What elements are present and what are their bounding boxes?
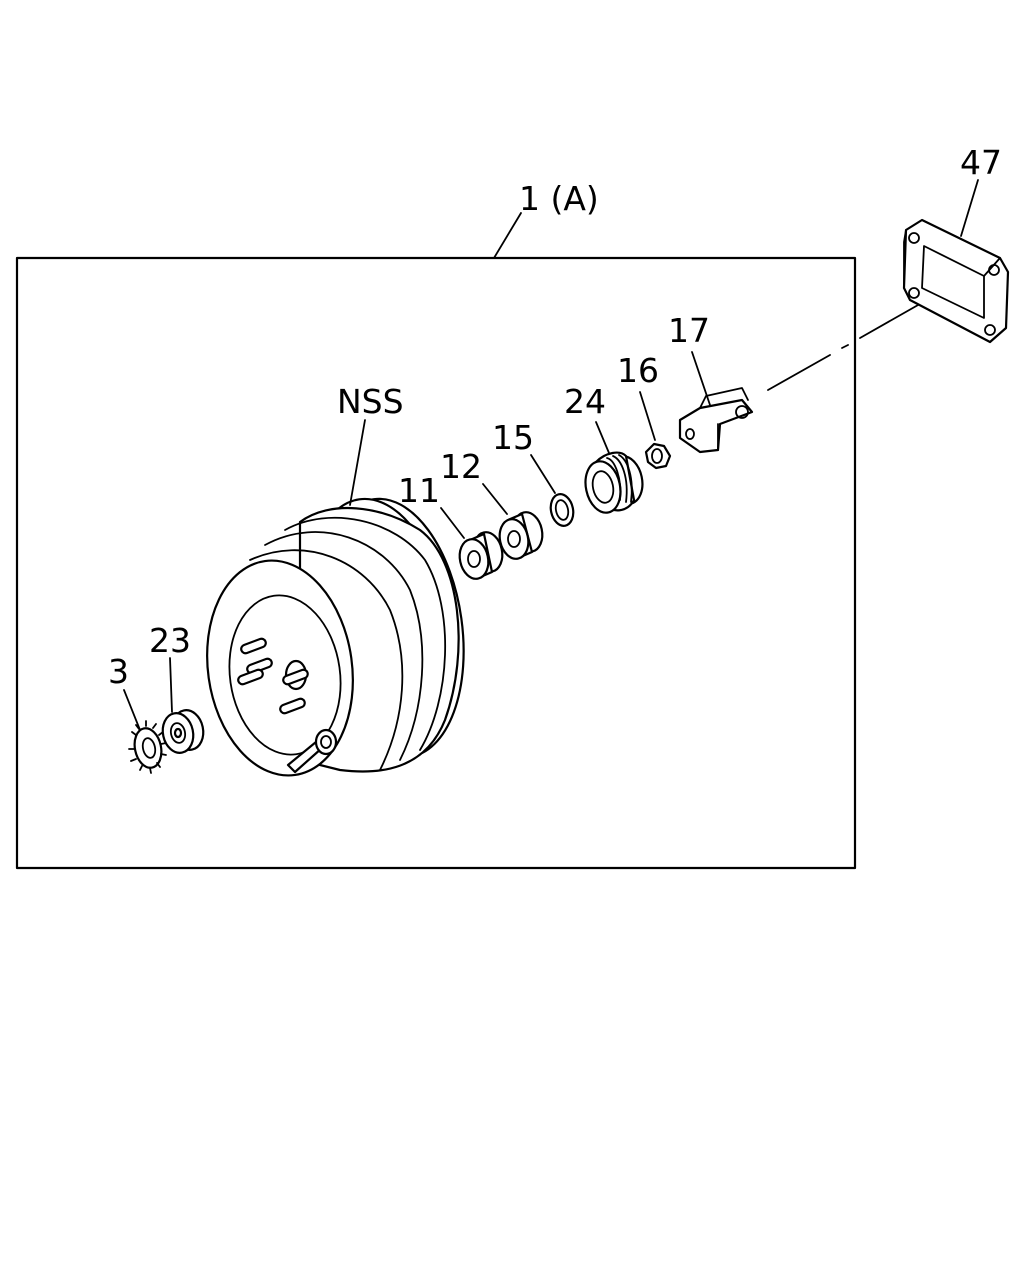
part-24-label: 24 <box>564 382 606 421</box>
part-16-nut <box>644 442 672 470</box>
part-15-leader <box>530 454 556 494</box>
part-24-leader <box>595 421 610 454</box>
part-47-spacer <box>902 218 1010 344</box>
part-11-label: 11 <box>398 471 440 510</box>
part-12-bushing <box>498 511 544 560</box>
part-15-ring <box>549 493 575 527</box>
part-24-boot <box>584 451 644 514</box>
part-12-label: 12 <box>440 447 482 486</box>
part-47-leader <box>960 179 979 237</box>
part-11-bushing <box>458 531 504 580</box>
part-16-leader <box>639 391 656 441</box>
booster-body <box>206 497 465 777</box>
part-17-clevis <box>678 387 754 454</box>
assembly-label: 1 (A) <box>519 179 599 218</box>
part-3-leader <box>123 689 141 731</box>
part-16-label: 16 <box>617 351 659 390</box>
assembly-frame <box>15 256 857 870</box>
part-3-lock-washer <box>128 720 167 774</box>
part-23-label: 23 <box>149 621 191 660</box>
assembly-centerline-dash <box>841 344 849 349</box>
assembly-centerline <box>767 354 831 391</box>
part-3-label: 3 <box>108 652 129 691</box>
part-47-label: 47 <box>960 143 1002 182</box>
part-17-leader <box>691 351 711 406</box>
part-17-label: 17 <box>668 311 710 350</box>
nss-leader <box>349 419 366 506</box>
part-12-leader <box>482 483 508 515</box>
nss-label: NSS <box>337 382 404 421</box>
part-23-leader <box>169 657 173 713</box>
part-23-seal <box>161 709 205 754</box>
part-11-leader <box>440 507 465 539</box>
part-15-label: 15 <box>492 418 534 457</box>
assembly-leader <box>493 212 522 259</box>
